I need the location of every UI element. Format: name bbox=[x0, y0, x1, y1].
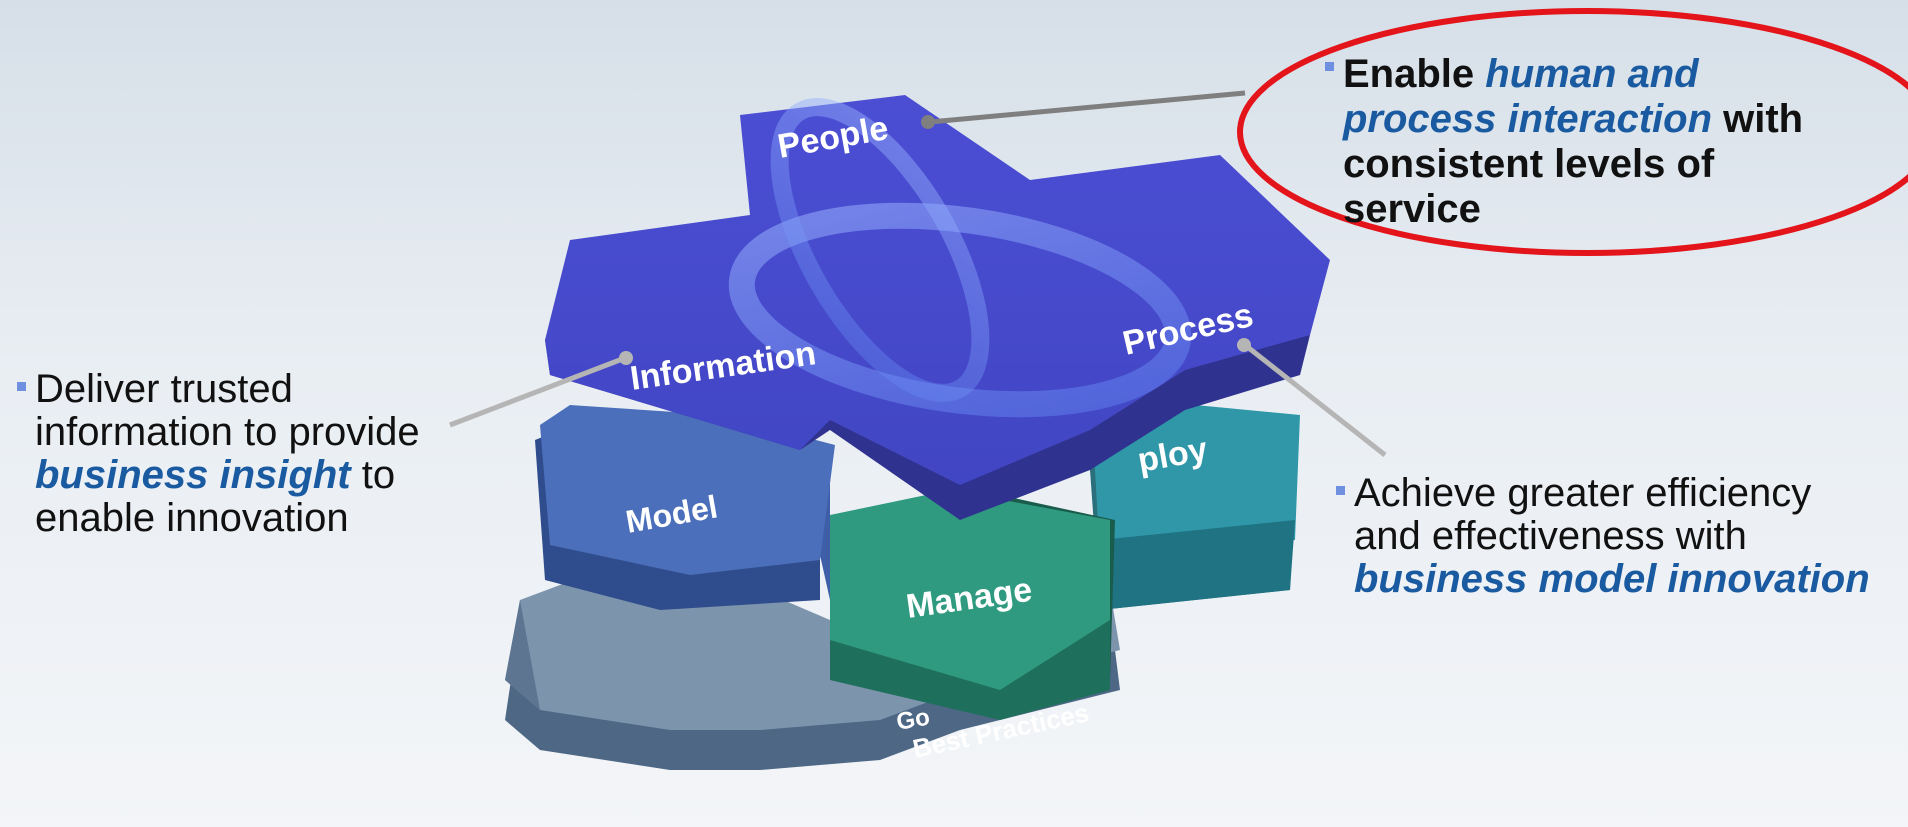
bullet-icon bbox=[17, 382, 26, 391]
label-go: Go bbox=[894, 704, 932, 736]
bullet-icon bbox=[1325, 62, 1334, 71]
callout-text-start: Achieve greater efficiency and effective… bbox=[1354, 471, 1812, 558]
manage-hexagon bbox=[830, 490, 1115, 720]
model-hexagon bbox=[535, 405, 835, 610]
connector-lines bbox=[449, 90, 1387, 457]
deploy-hexagon bbox=[1090, 395, 1300, 610]
callout-text-end: with consistent levels of service bbox=[1343, 97, 1804, 231]
callout-process: Achieve greater efficiency and effective… bbox=[1336, 471, 1874, 601]
callout-emphasis: human and process interaction bbox=[1343, 52, 1713, 141]
callout-information: Deliver trusted information to provide b… bbox=[17, 367, 475, 540]
interlocking-rings bbox=[728, 98, 1192, 418]
callout-text-end: to enable innovation bbox=[35, 453, 396, 540]
callout-text-start: Deliver trusted information to provide bbox=[35, 367, 420, 454]
callout-text-start: Enable bbox=[1343, 52, 1486, 96]
callout-people-process: Enable human and process interaction wit… bbox=[1325, 52, 1843, 232]
callout-emphasis: business model innovation bbox=[1354, 557, 1870, 601]
bullet-icon bbox=[1336, 486, 1345, 495]
highlight-ellipse bbox=[1237, 8, 1908, 256]
callout-emphasis: business insight bbox=[35, 453, 351, 497]
